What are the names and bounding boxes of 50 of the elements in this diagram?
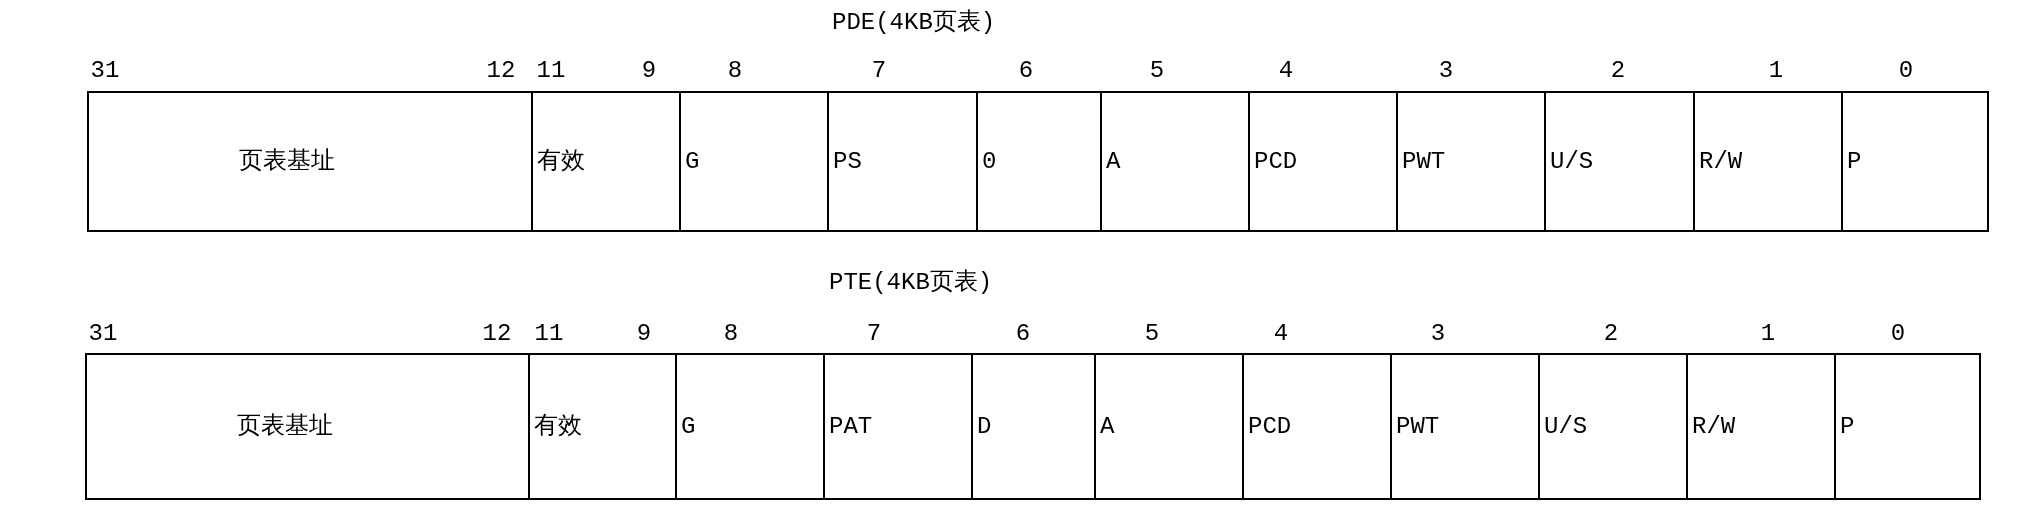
field-label: A bbox=[1100, 414, 1115, 439]
field-label: G bbox=[685, 149, 700, 174]
bit-number: 9 bbox=[636, 322, 652, 346]
bit-number: 31 bbox=[88, 322, 118, 346]
bit-number: 3 bbox=[1430, 322, 1446, 346]
field-label: U/S bbox=[1550, 149, 1594, 174]
bit-number: 9 bbox=[641, 59, 657, 83]
bit-number: 7 bbox=[871, 59, 887, 83]
bit-number: 2 bbox=[1603, 322, 1619, 346]
bit-number: 12 bbox=[482, 322, 512, 346]
field-label: R/W bbox=[1692, 414, 1736, 439]
field-label: PCD bbox=[1254, 149, 1298, 174]
field-label: PWT bbox=[1402, 149, 1446, 174]
bit-number: 11 bbox=[536, 59, 566, 83]
field-label: P bbox=[1840, 414, 1855, 439]
field-label: 有效 bbox=[534, 414, 582, 439]
field-label: PCD bbox=[1248, 414, 1292, 439]
bit-number: 8 bbox=[723, 322, 739, 346]
bit-number: 1 bbox=[1768, 59, 1784, 83]
field-label: P bbox=[1847, 149, 1862, 174]
field-label: 页表基址 bbox=[237, 414, 333, 439]
bit-number: 2 bbox=[1610, 59, 1626, 83]
field-label: D bbox=[977, 414, 992, 439]
bit-number: 0 bbox=[1890, 322, 1906, 346]
field-label: G bbox=[681, 414, 696, 439]
bit-number: 11 bbox=[534, 322, 564, 346]
field-label: R/W bbox=[1699, 149, 1743, 174]
bit-number: 8 bbox=[727, 59, 743, 83]
field-label: 0 bbox=[982, 149, 997, 174]
field-label: 有效 bbox=[537, 149, 585, 174]
field-label: 页表基址 bbox=[239, 149, 335, 174]
register-title: PTE(4KB页表) bbox=[829, 271, 993, 295]
bit-number: 12 bbox=[486, 59, 516, 83]
bit-number: 6 bbox=[1018, 59, 1034, 83]
field-label: PWT bbox=[1396, 414, 1440, 439]
field-label: A bbox=[1106, 149, 1121, 174]
field-label: PS bbox=[833, 149, 862, 174]
bit-number: 0 bbox=[1898, 59, 1914, 83]
bit-number: 6 bbox=[1015, 322, 1031, 346]
bit-number: 7 bbox=[866, 322, 882, 346]
bit-number: 31 bbox=[90, 59, 120, 83]
bit-number: 4 bbox=[1278, 59, 1294, 83]
bit-number: 5 bbox=[1149, 59, 1165, 83]
bit-number: 3 bbox=[1438, 59, 1454, 83]
field-label: U/S bbox=[1544, 414, 1588, 439]
bit-number: 5 bbox=[1144, 322, 1160, 346]
bit-number: 1 bbox=[1760, 322, 1776, 346]
register-title: PDE(4KB页表) bbox=[832, 11, 996, 35]
field-label: PAT bbox=[829, 414, 873, 439]
bit-number: 4 bbox=[1273, 322, 1289, 346]
